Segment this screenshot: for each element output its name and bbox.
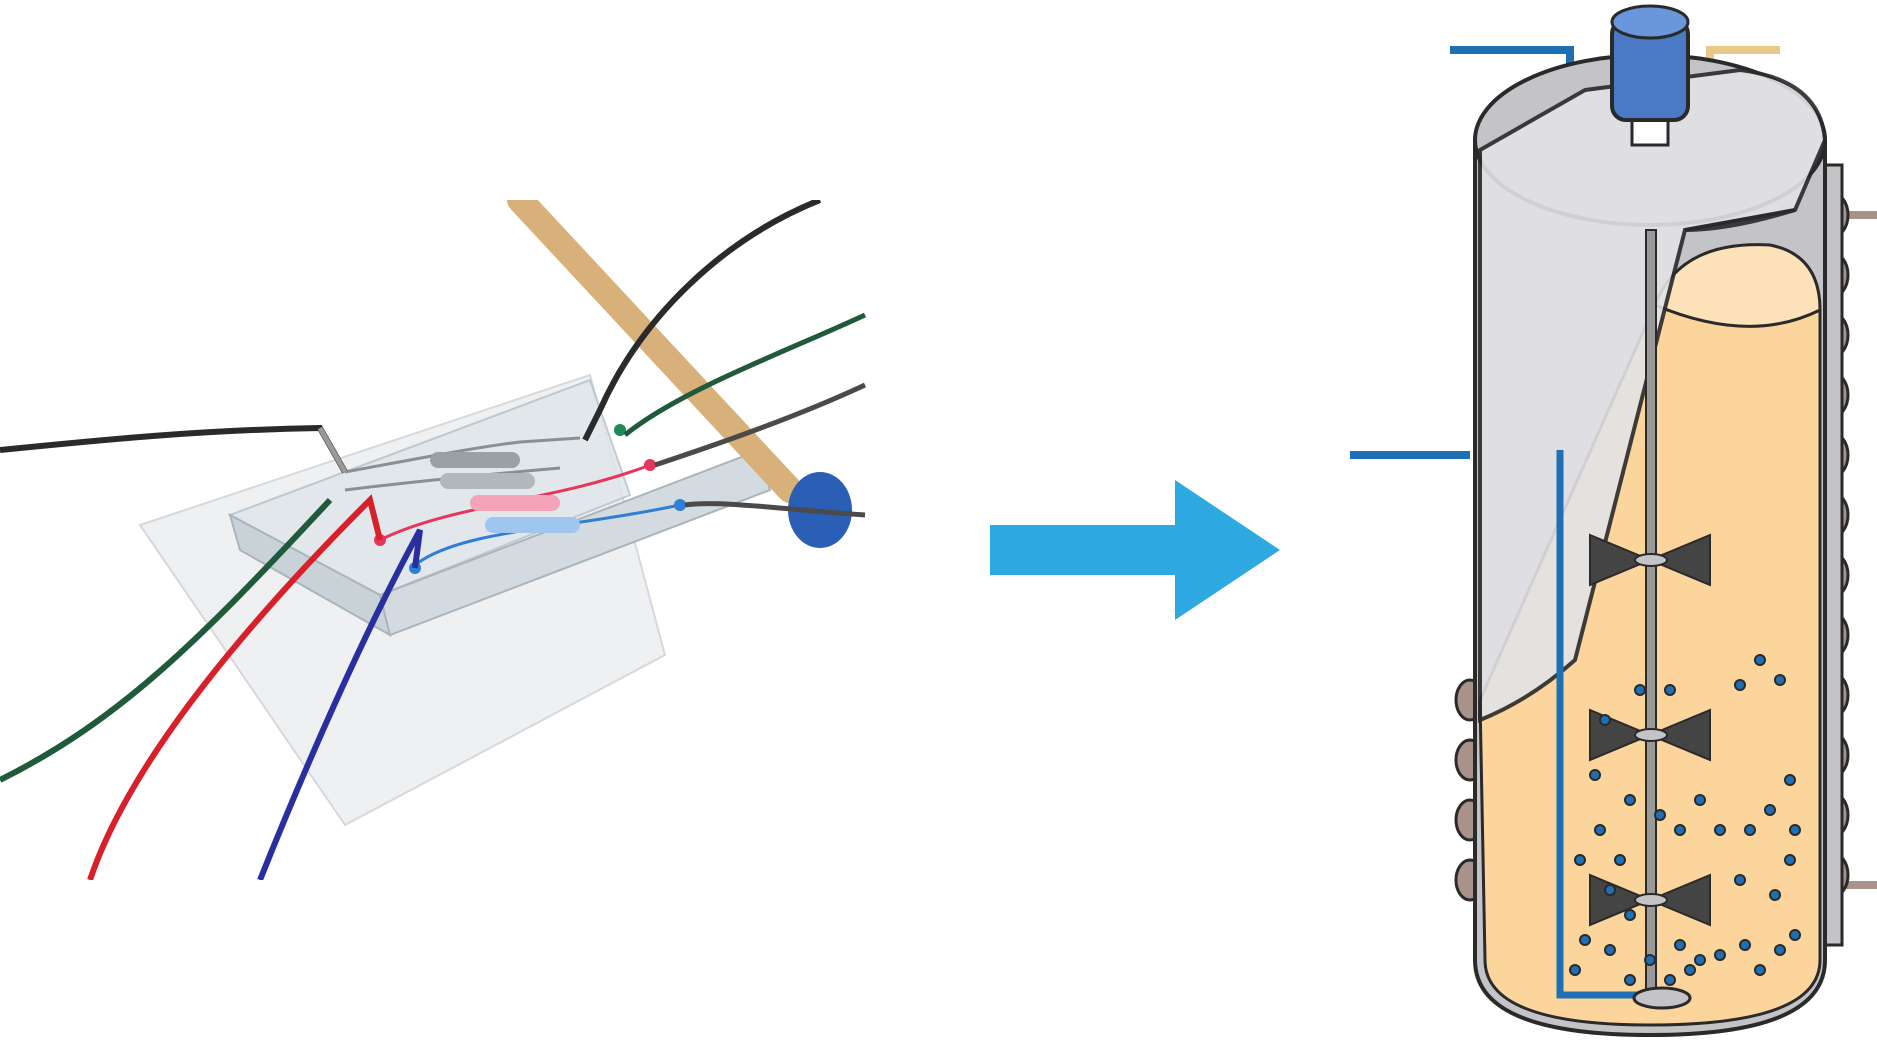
gas-bubble — [1664, 974, 1676, 986]
gas-bubble — [1789, 824, 1801, 836]
wire-red — [87, 494, 383, 880]
jacket-cutaway-flap — [1478, 67, 1828, 723]
gas-bubble — [1604, 944, 1616, 956]
wire-gray-top-right — [582, 200, 822, 442]
wire-gray-low-right — [684, 501, 866, 518]
port-red-right — [644, 459, 656, 471]
motor-cap — [1610, 4, 1690, 40]
gas-bubble — [1644, 954, 1656, 966]
right-arrow-icon — [990, 480, 1280, 620]
gas-bubble — [1734, 874, 1746, 886]
gas-bubble — [1624, 794, 1636, 806]
gas-bubble — [1654, 809, 1666, 821]
gas-bubble — [1594, 824, 1606, 836]
wire-green — [0, 497, 333, 783]
gas-bubble — [1674, 824, 1686, 836]
gas-bubble — [1714, 824, 1726, 836]
gas-bubble — [1784, 854, 1796, 866]
port-green — [614, 424, 626, 436]
gas-bubble — [1694, 954, 1706, 966]
gas-bubble — [1714, 949, 1726, 961]
gas-bubble — [1744, 824, 1756, 836]
gas-bubble — [1579, 934, 1591, 946]
needle-gray — [317, 426, 348, 474]
broth-surface — [1653, 243, 1822, 328]
gas-bubble — [1769, 889, 1781, 901]
bioreactor-icon — [1350, 4, 1877, 1038]
gas-bubble — [1774, 674, 1786, 686]
wire-gray-top-left — [0, 424, 348, 474]
impeller-top — [1589, 533, 1711, 587]
gas-bubble — [1599, 714, 1611, 726]
gas-bubble — [1684, 964, 1696, 976]
channel-chamber-blue — [485, 517, 580, 533]
gas-bubble — [1739, 939, 1751, 951]
gas-bubble — [1604, 884, 1616, 896]
gas-bubble — [1589, 769, 1601, 781]
process-arrow — [990, 480, 1290, 620]
channel-chamber-gray-1 — [430, 452, 520, 468]
channel-chamber-gray-2 — [440, 473, 535, 489]
wire-gray-mid-right — [654, 382, 867, 468]
gas-bubble — [1634, 684, 1646, 696]
gas-bubble — [1664, 684, 1676, 696]
microfluidic-chip-illustration — [0, 200, 870, 880]
channel-chamber-red — [470, 495, 560, 511]
gas-bubble — [1784, 774, 1796, 786]
match-stick — [507, 200, 803, 503]
gas-bubble — [1624, 909, 1636, 921]
bioreactor-illustration — [1350, 0, 1877, 1052]
gas-bubble — [1764, 804, 1776, 816]
chip-glass-side-edge — [378, 448, 772, 637]
jacket-edge — [1684, 208, 1796, 232]
gas-bubbles — [1569, 654, 1801, 986]
sparger-ring — [1632, 986, 1692, 1010]
gas-bubble — [1734, 679, 1746, 691]
gas-bubble — [1754, 654, 1766, 666]
sparger-pipe — [1556, 450, 1662, 999]
gas-bubble — [1774, 944, 1786, 956]
port-blue-right — [674, 499, 686, 511]
microfluidic-chip-icon — [0, 200, 867, 880]
gas-bubble — [1614, 854, 1626, 866]
gas-bubble — [1754, 964, 1766, 976]
wire-green-right — [623, 312, 867, 437]
gas-bubble — [1674, 939, 1686, 951]
gas-bubble — [1694, 794, 1706, 806]
wire-blue — [257, 528, 423, 880]
gas-bubble — [1624, 974, 1636, 986]
gas-bubble — [1569, 964, 1581, 976]
gas-bubble — [1789, 929, 1801, 941]
impeller-shaft — [1645, 229, 1657, 1001]
gas-bubble — [1574, 854, 1586, 866]
